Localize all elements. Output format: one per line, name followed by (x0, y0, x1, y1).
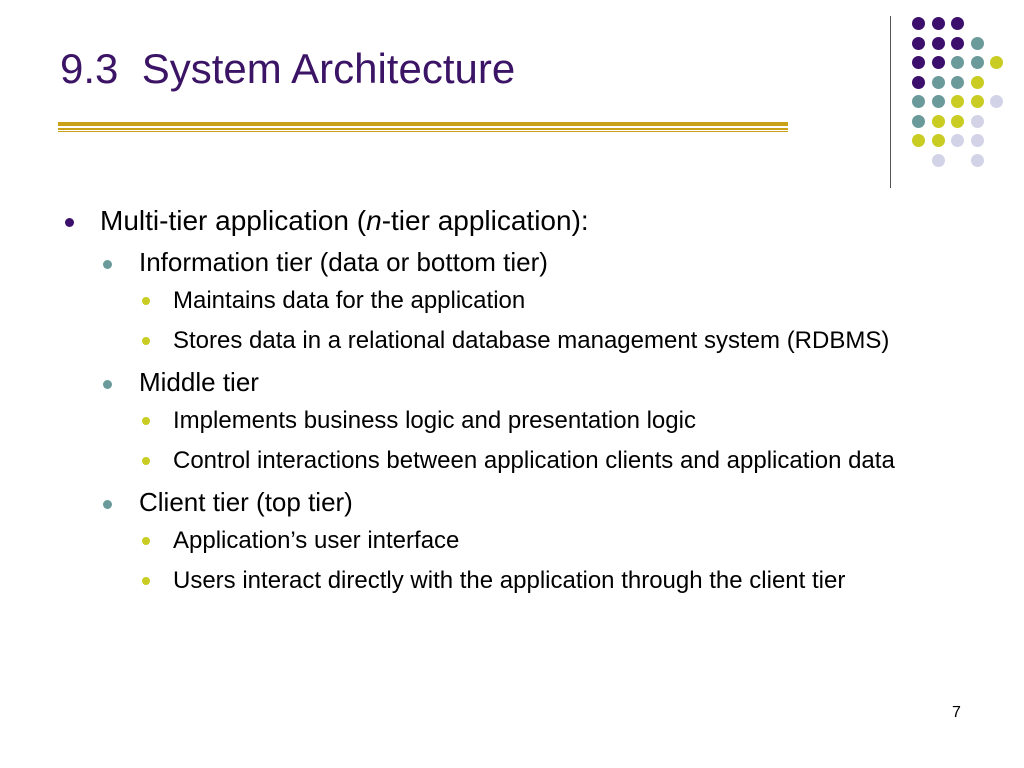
vertical-divider (890, 16, 891, 188)
decorative-dot (970, 56, 984, 69)
decorative-dot (951, 17, 964, 30)
decorative-dot (931, 56, 945, 69)
decorative-dot (912, 114, 925, 128)
slide-content: Multi-tier application (n-tier applicati… (0, 196, 1024, 598)
decorative-dot (951, 36, 964, 50)
page-number: 7 (952, 704, 961, 721)
decorative-dot (931, 114, 945, 128)
underline-bar-3 (58, 131, 788, 132)
tier-item-information: Information tier (data or bottom tier) (103, 238, 919, 278)
decorative-dot (912, 75, 925, 89)
level1-text-italic: n (366, 205, 382, 236)
tier-point-text: Maintains data for the application (173, 287, 526, 314)
tier-point-text: Application’s user interface (173, 527, 460, 554)
decorative-dot (970, 36, 984, 50)
tier-point: Control interactions between application… (142, 438, 933, 478)
bullet-dot-icon (103, 260, 112, 269)
tier-point: Implements business logic and presentati… (142, 398, 933, 438)
dot-grid-decoration (0, 0, 1024, 200)
decorative-dot (990, 95, 1003, 108)
level1-text-after: -tier application): (381, 205, 589, 236)
tier-point: Maintains data for the application (142, 278, 933, 318)
decorative-dot (931, 75, 945, 89)
bullet-dot-icon (142, 297, 150, 305)
tier-point-text: Control interactions between application… (173, 447, 895, 474)
decorative-dot (931, 134, 945, 147)
tier-label: Client tier (top tier) (139, 487, 353, 517)
tier-label: Information tier (data or bottom tier) (139, 247, 548, 277)
bullet-dot-icon (142, 457, 150, 465)
bullet-dot-icon (142, 417, 150, 425)
bullet-dot-icon (103, 500, 112, 509)
title-underline (58, 122, 788, 134)
decorative-dot (951, 114, 964, 128)
slide-title: 9.3 System Architecture (60, 45, 516, 92)
decorative-dot (931, 95, 945, 108)
tier-point: Users interact directly with the applica… (142, 558, 933, 598)
decorative-dot (951, 134, 964, 147)
decorative-dot (931, 17, 945, 30)
tier-point: Application’s user interface (142, 518, 933, 558)
bullet-level1: Multi-tier application (n-tier applicati… (65, 196, 1024, 238)
tier-point: Stores data in a relational database man… (142, 318, 933, 358)
decorative-dot (931, 36, 945, 50)
bullet-dot-icon (142, 337, 150, 345)
bullet-dot-icon (65, 218, 74, 227)
decorative-dot (951, 95, 964, 108)
decorative-dot (912, 95, 925, 108)
decorative-dot (970, 95, 984, 108)
decorative-dot (970, 114, 984, 128)
bullet-dot-icon (142, 577, 150, 585)
level1-text-before: Multi-tier application ( (100, 205, 367, 236)
decorative-dot (970, 134, 984, 147)
underline-bar-1 (58, 122, 788, 126)
decorative-dot (912, 134, 925, 147)
decorative-dot (951, 75, 964, 89)
bullet-dot-icon (103, 380, 112, 389)
decorative-dot (970, 153, 984, 167)
tier-point-text: Users interact directly with the applica… (173, 567, 846, 594)
tier-item-middle: Middle tier (103, 358, 919, 398)
tier-item-client: Client tier (top tier) (103, 478, 919, 518)
tier-point-text: Stores data in a relational database man… (173, 327, 890, 354)
decorative-dot (912, 56, 925, 69)
decorative-dot (912, 36, 925, 50)
tier-label: Middle tier (139, 367, 259, 397)
decorative-dot (990, 56, 1003, 69)
decorative-dot (951, 56, 964, 69)
decorative-dot (970, 75, 984, 89)
tier-point-text: Implements business logic and presentati… (173, 407, 696, 434)
underline-bar-2 (58, 128, 788, 130)
decorative-dot (912, 17, 925, 30)
decorative-dot (931, 153, 945, 167)
bullet-dot-icon (142, 537, 150, 545)
